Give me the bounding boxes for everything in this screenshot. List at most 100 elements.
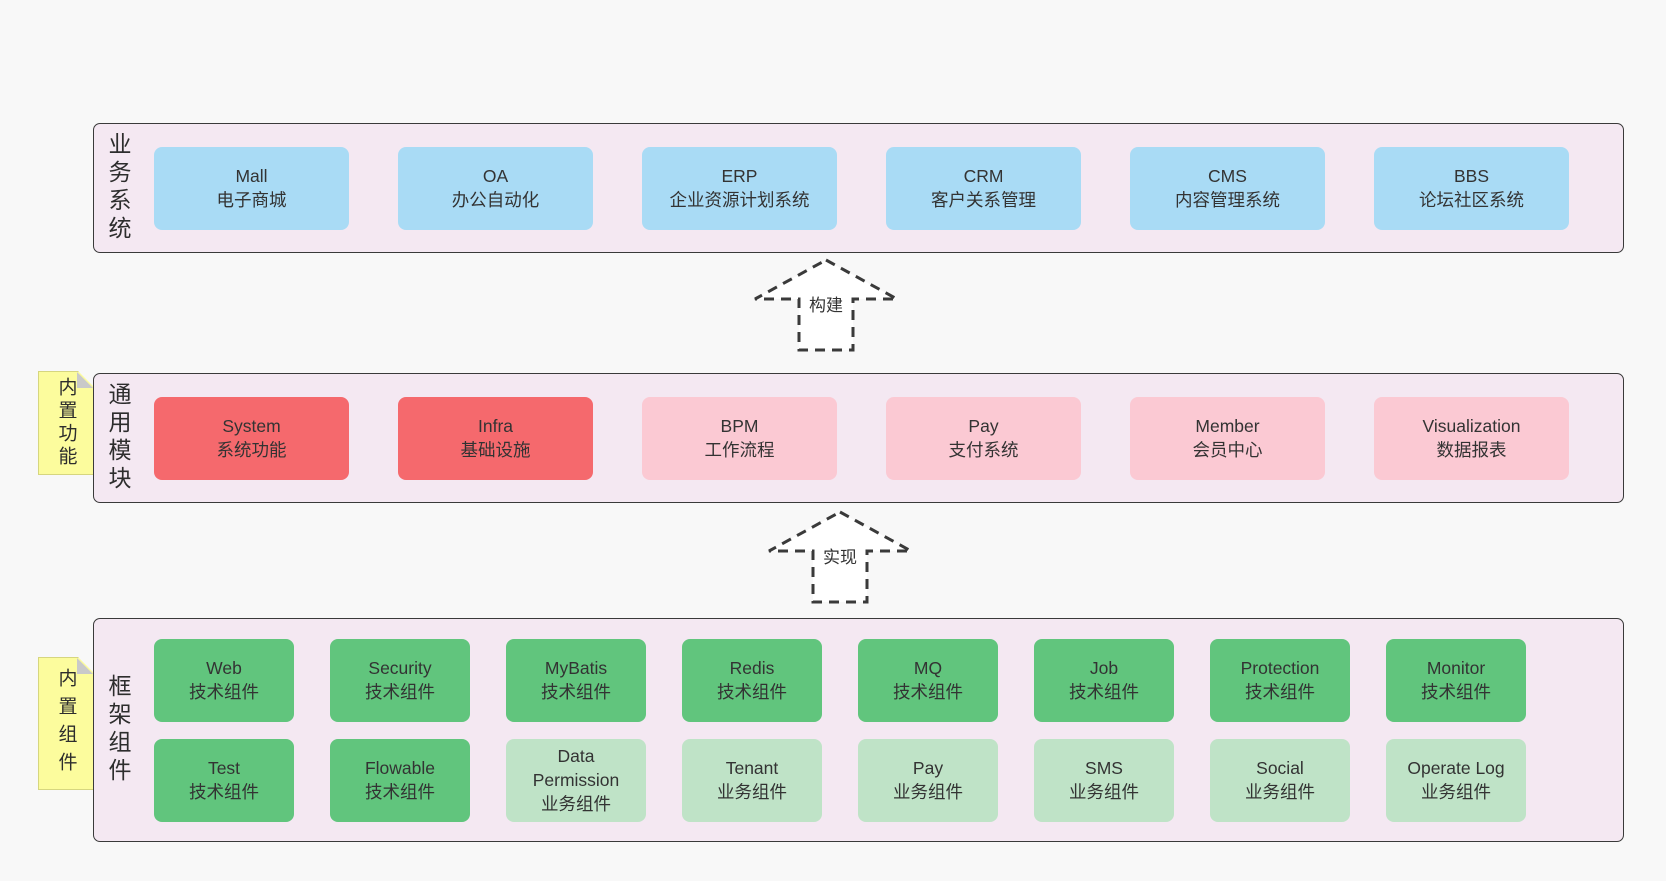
node-title: Data Permission (532, 745, 620, 790)
note-fold-icon (77, 658, 93, 674)
node-data-permission: Data Permission 业务组件 (506, 738, 646, 822)
node-title: Mall (235, 165, 268, 186)
node-title: Social (1256, 757, 1304, 778)
node-subtitle: 技术组件 (189, 782, 259, 802)
layer-label-components: 框架组件 (105, 674, 131, 786)
node-title: OA (482, 165, 509, 186)
note-built-in-features: 内置功能 (38, 371, 94, 475)
implement-arrow-icon: 实现 (765, 510, 915, 604)
node-subtitle: 技术组件 (1069, 682, 1139, 702)
layer-label-modules: 通用模块 (105, 382, 131, 494)
node-subtitle: 数据报表 (1436, 440, 1507, 460)
node-subtitle: 企业资源计划系统 (669, 190, 810, 210)
node-member: Member 会员中心 (1130, 396, 1325, 480)
node-subtitle: 技术组件 (189, 682, 259, 702)
node-title: Pay (912, 757, 944, 778)
node-title: Tenant (725, 757, 779, 778)
node-job: Job 技术组件 (1034, 638, 1174, 722)
layer-business-systems: 业务系统 Mall 电子商城 OA 办公自动化 ERP 企业资源计划系统 CRM 客户关系管理… (93, 123, 1624, 253)
node-subtitle: 技术组件 (365, 682, 435, 702)
node-title: Pay (968, 415, 999, 436)
note-fold-icon (77, 372, 93, 388)
node-subtitle: 业务组件 (893, 782, 963, 802)
node-subtitle: 技术组件 (1421, 682, 1491, 702)
node-monitor: Monitor 技术组件 (1386, 638, 1526, 722)
node-subtitle: 系统功能 (216, 440, 287, 460)
node-oa: OA 办公自动化 (398, 146, 593, 230)
node-subtitle: 办公自动化 (451, 190, 540, 210)
node-subtitle: 技术组件 (893, 682, 963, 702)
node-subtitle: 客户关系管理 (931, 190, 1036, 210)
node-social: Social 业务组件 (1210, 738, 1350, 822)
node-title: System (222, 415, 281, 436)
node-tenant: Tenant 业务组件 (682, 738, 822, 822)
node-title: CRM (963, 165, 1004, 186)
node-operate-log: Operate Log 业务组件 (1386, 738, 1526, 822)
node-title: MQ (913, 657, 943, 678)
node-test: Test 技术组件 (154, 738, 294, 822)
node-subtitle: 业务组件 (1069, 782, 1139, 802)
node-subtitle: 业务组件 (541, 794, 611, 815)
note-built-in-components: 内置组件 (38, 657, 94, 790)
node-title: BPM (720, 415, 759, 436)
node-title: MyBatis (544, 657, 608, 678)
node-system: System 系统功能 (154, 396, 349, 480)
node-title: SMS (1085, 757, 1123, 778)
node-title: Redis (729, 657, 775, 678)
build-arrow-label: 构建 (809, 296, 843, 315)
node-mq: MQ 技术组件 (858, 638, 998, 722)
node-title: Member (1195, 415, 1260, 436)
node-title: Infra (477, 415, 514, 436)
node-pay: Pay 业务组件 (858, 738, 998, 822)
implement-arrow-label: 实现 (823, 548, 857, 567)
note-built-in-features-text: 内置功能 (55, 377, 77, 469)
layer-business-rows: Mall 电子商城 OA 办公自动化 ERP 企业资源计划系统 CRM 客户关系管理 CMS 内容… (142, 124, 1623, 252)
note-built-in-components-text: 内置组件 (55, 667, 77, 780)
node-subtitle: 业务组件 (1421, 782, 1491, 802)
node-title: ERP (721, 165, 758, 186)
node-title: Operate Log (1407, 757, 1505, 778)
node-title: CMS (1208, 165, 1247, 186)
node-title: Monitor (1426, 657, 1486, 678)
node-subtitle: 业务组件 (717, 782, 787, 802)
node-title: BBS (1453, 165, 1490, 186)
build-arrow-icon: 构建 (751, 258, 901, 352)
node-crm: CRM 客户关系管理 (886, 146, 1081, 230)
node-subtitle: 技术组件 (717, 682, 787, 702)
node-sms: SMS 业务组件 (1034, 738, 1174, 822)
node-web: Web 技术组件 (154, 638, 294, 722)
node-pay: Pay 支付系统 (886, 396, 1081, 480)
node-title: Web (206, 657, 242, 678)
node-erp: ERP 企业资源计划系统 (642, 146, 837, 230)
node-subtitle: 技术组件 (365, 782, 435, 802)
node-subtitle: 电子商城 (216, 190, 287, 210)
node-title: Test (207, 757, 241, 778)
node-subtitle: 会员中心 (1192, 440, 1263, 460)
node-subtitle: 技术组件 (541, 682, 611, 702)
node-cms: CMS 内容管理系统 (1130, 146, 1325, 230)
node-title: Job (1089, 657, 1119, 678)
node-subtitle: 支付系统 (948, 440, 1019, 460)
node-redis: Redis 技术组件 (682, 638, 822, 722)
node-title: Protection (1240, 657, 1320, 678)
node-row: Mall 电子商城 OA 办公自动化 ERP 企业资源计划系统 CRM 客户关系管理 CMS 内容… (154, 146, 1623, 230)
node-mall: Mall 电子商城 (154, 146, 349, 230)
node-subtitle: 内容管理系统 (1175, 190, 1280, 210)
node-title: Visualization (1422, 415, 1521, 436)
node-mybatis: MyBatis 技术组件 (506, 638, 646, 722)
layer-label-business: 业务系统 (105, 132, 131, 244)
node-subtitle: 业务组件 (1245, 782, 1315, 802)
